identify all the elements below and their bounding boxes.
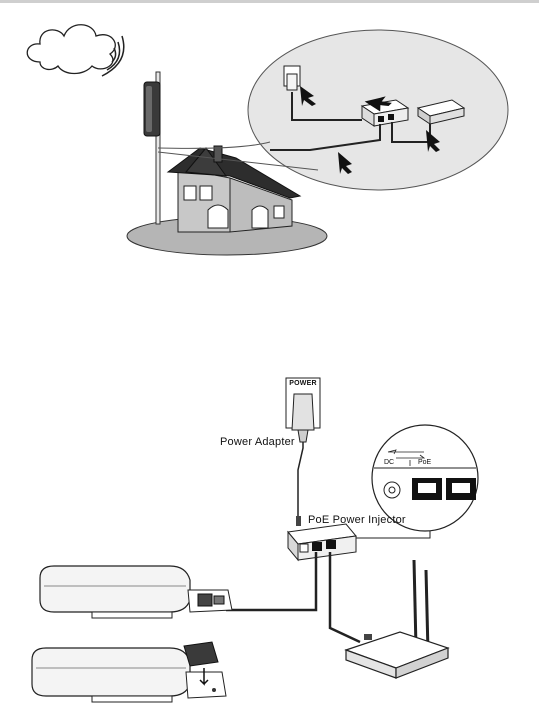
power-plug xyxy=(287,74,297,90)
power-adapter-icon xyxy=(292,394,314,430)
injector-port xyxy=(388,114,394,120)
port-dc-label: DC xyxy=(384,459,394,466)
house-window xyxy=(200,186,212,200)
poe-injector-group xyxy=(226,524,430,642)
cpe-cover xyxy=(184,642,218,666)
router-antenna xyxy=(414,560,416,648)
power-adapter-group xyxy=(286,378,320,526)
cpe-port xyxy=(214,596,224,604)
house-window xyxy=(274,206,284,218)
house-window xyxy=(184,186,196,200)
closeup-callout-line xyxy=(356,531,430,538)
cover-screw xyxy=(212,688,216,692)
power-sign-label: POWER xyxy=(286,380,320,387)
injector-poe-port xyxy=(312,542,322,551)
poe-injector-label: PoE Power Injector xyxy=(308,514,406,526)
house-arched-window xyxy=(208,205,228,228)
ethernet-cable-to-cpe xyxy=(226,552,316,610)
router-group xyxy=(346,560,448,678)
cpe-device-open xyxy=(40,566,232,618)
injector-dc-port xyxy=(300,544,308,552)
router-logo xyxy=(364,634,372,640)
cpe-rj45-plug xyxy=(198,594,212,606)
power-adapter-label: Power Adapter xyxy=(220,436,295,448)
cloud-icon xyxy=(27,25,115,74)
cpe-device-closing xyxy=(32,642,226,702)
adapter-neck xyxy=(298,430,308,442)
port-poe-label: PoE xyxy=(418,459,431,466)
lan-port-contacts xyxy=(452,483,470,493)
adapter-cable xyxy=(298,442,303,516)
cpe-panel xyxy=(146,86,152,132)
dc-jack-pin xyxy=(389,487,395,493)
ethernet-cable-to-router xyxy=(330,552,360,642)
cpe-housing xyxy=(32,648,190,696)
cpe-housing xyxy=(40,566,190,612)
injector-lan-port xyxy=(326,540,336,549)
router-antenna xyxy=(426,570,428,652)
cpe-mount-rail xyxy=(92,696,172,702)
cpe-mount-rail xyxy=(92,612,172,618)
cpe-port-bay xyxy=(186,672,226,698)
house-door xyxy=(252,206,268,228)
dc-plug xyxy=(296,516,301,526)
poe-port-contacts xyxy=(418,483,436,493)
injector-port xyxy=(378,116,384,122)
